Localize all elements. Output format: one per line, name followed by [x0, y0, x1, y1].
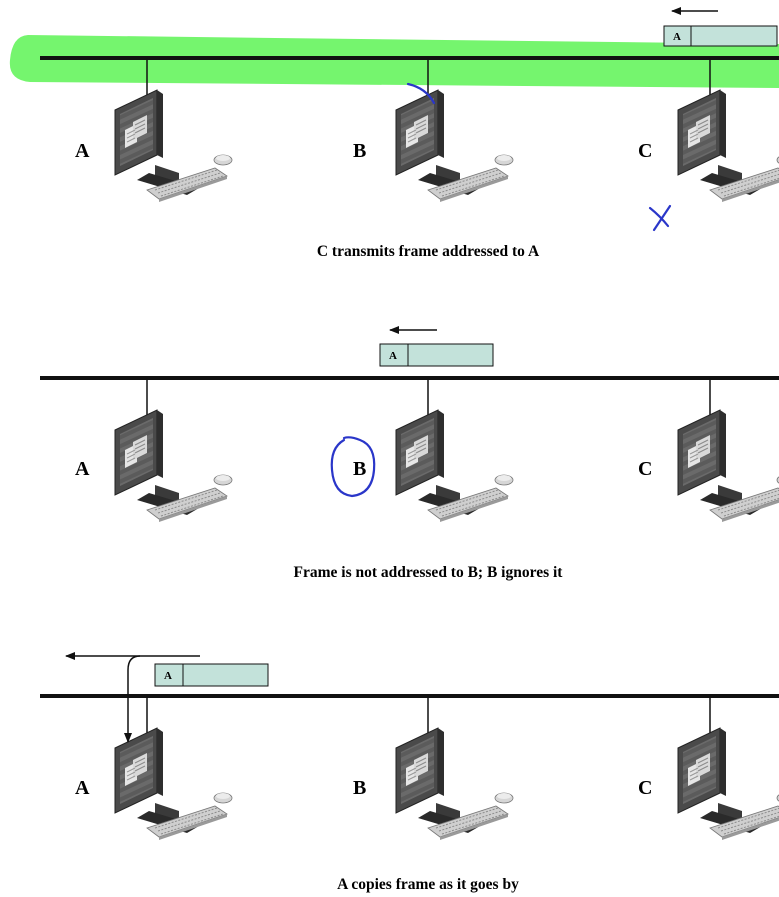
computer-a	[114, 727, 233, 841]
station-label-a: A	[75, 140, 90, 162]
frame: A	[379, 343, 494, 367]
caption: Frame is not addressed to B; B ignores i…	[294, 564, 564, 581]
annotation-circle	[330, 436, 376, 498]
station-label-b: B	[353, 777, 366, 799]
computer-a	[114, 89, 233, 203]
caption: A copies frame as it goes by	[337, 876, 519, 893]
station-label-c: C	[638, 458, 652, 480]
computer-a	[114, 409, 233, 523]
copy-arrow	[124, 655, 141, 743]
frame-address: A	[164, 670, 172, 682]
bus-highlight	[9, 35, 779, 88]
station-label-c: C	[638, 777, 652, 799]
panel-2: A B C A Frame is not addressed to B; B i…	[40, 326, 779, 581]
station-label-a: A	[75, 777, 90, 799]
frame-address: A	[673, 31, 681, 43]
frame-address: A	[389, 350, 397, 362]
frame: A	[154, 663, 269, 687]
panel-1: A B C A C transmits frame addressed to A	[9, 7, 779, 260]
panel-3: A B C A A copies frame as it goes by	[40, 652, 779, 893]
station-label-b: B	[353, 458, 366, 480]
station-label-c: C	[638, 140, 652, 162]
station-label-b: B	[353, 140, 366, 162]
computer-b	[395, 89, 514, 203]
computer-b	[395, 727, 514, 841]
computer-c	[677, 409, 779, 523]
annotation-curve	[406, 82, 436, 105]
computer-c	[677, 89, 779, 203]
computer-b	[395, 409, 514, 523]
caption: C transmits frame addressed to A	[317, 243, 540, 260]
station-label-a: A	[75, 458, 90, 480]
annotation-cross	[648, 204, 672, 232]
frame: A	[663, 25, 778, 47]
computer-c	[677, 727, 779, 841]
